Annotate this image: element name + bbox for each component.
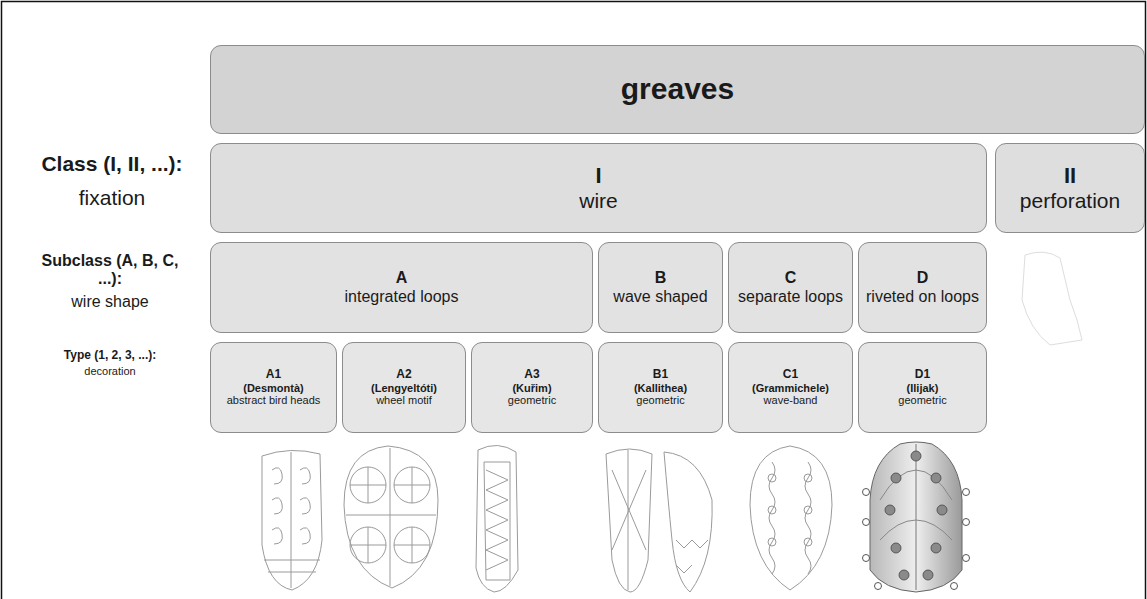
row-heading: Class (I, II, ...): (12, 152, 212, 176)
box-text: abstract bird heads (227, 394, 321, 407)
box-heading: A2 (396, 368, 411, 382)
box-heading: A3 (524, 368, 539, 382)
box-text: separate loops (738, 288, 843, 306)
box-text: (Grammichele) (752, 382, 829, 395)
box-text: geometric (636, 394, 684, 407)
type-box: D1(Ilijak)geometric (858, 342, 987, 433)
box-text: wire (579, 189, 618, 213)
box-heading: D1 (915, 368, 930, 382)
box-heading: B (655, 269, 667, 287)
box-heading: D (917, 269, 929, 287)
box-heading: A (396, 269, 408, 287)
row-heading: Type (1, 2, 3, ...): (20, 349, 200, 363)
box-text: geometric (898, 394, 946, 407)
type-box: A2(Lengyeltóti)wheel motif (342, 342, 466, 433)
type-box: C1(Grammichele)wave-band (728, 342, 853, 433)
type-box: B1(Kallithea)geometric (598, 342, 723, 433)
greave-drawings (262, 252, 1082, 592)
box-text: (Desmontà) (243, 382, 304, 395)
box-text: (Lengyeltóti) (371, 382, 437, 395)
subclass-box: Driveted on loops (858, 242, 987, 333)
box-heading: A1 (266, 368, 281, 382)
row-subheading: decoration (20, 365, 200, 378)
box-heading: B1 (653, 368, 668, 382)
box-text: riveted on loops (866, 288, 979, 306)
box-text: (Kuřim) (512, 382, 551, 395)
greave-d1-drawing (863, 442, 970, 592)
subclass-box: Aintegrated loops (210, 242, 593, 333)
box-text: wave shaped (613, 288, 707, 306)
box-text: integrated loops (345, 288, 459, 306)
row-subheading: fixation (12, 186, 212, 210)
box-heading: I (595, 163, 601, 188)
box-text: (Kallithea) (634, 382, 687, 395)
row-heading: Subclass (A, B, C, ...): (40, 252, 180, 289)
box-heading: C1 (783, 368, 798, 382)
box-text: geometric (508, 394, 556, 407)
row-subheading: wire shape (40, 293, 180, 311)
box-text: wave-band (764, 394, 818, 407)
box-heading: C (785, 269, 797, 287)
class-band: IIperforation (995, 143, 1145, 233)
type-box: A3(Kuřim)geometric (471, 342, 593, 433)
subclass-box: Bwave shaped (598, 242, 723, 333)
class-band: Iwire (210, 143, 987, 233)
type-box: A1(Desmontà)abstract bird heads (210, 342, 337, 433)
subclass-box: Cseparate loops (728, 242, 853, 333)
box-text: (Ilijak) (907, 382, 939, 395)
box-text: wheel motif (376, 394, 432, 407)
box-heading: greaves (621, 72, 734, 107)
root-band: greaves (210, 45, 1145, 134)
box-heading: II (1064, 163, 1076, 188)
box-text: perforation (1020, 189, 1120, 213)
